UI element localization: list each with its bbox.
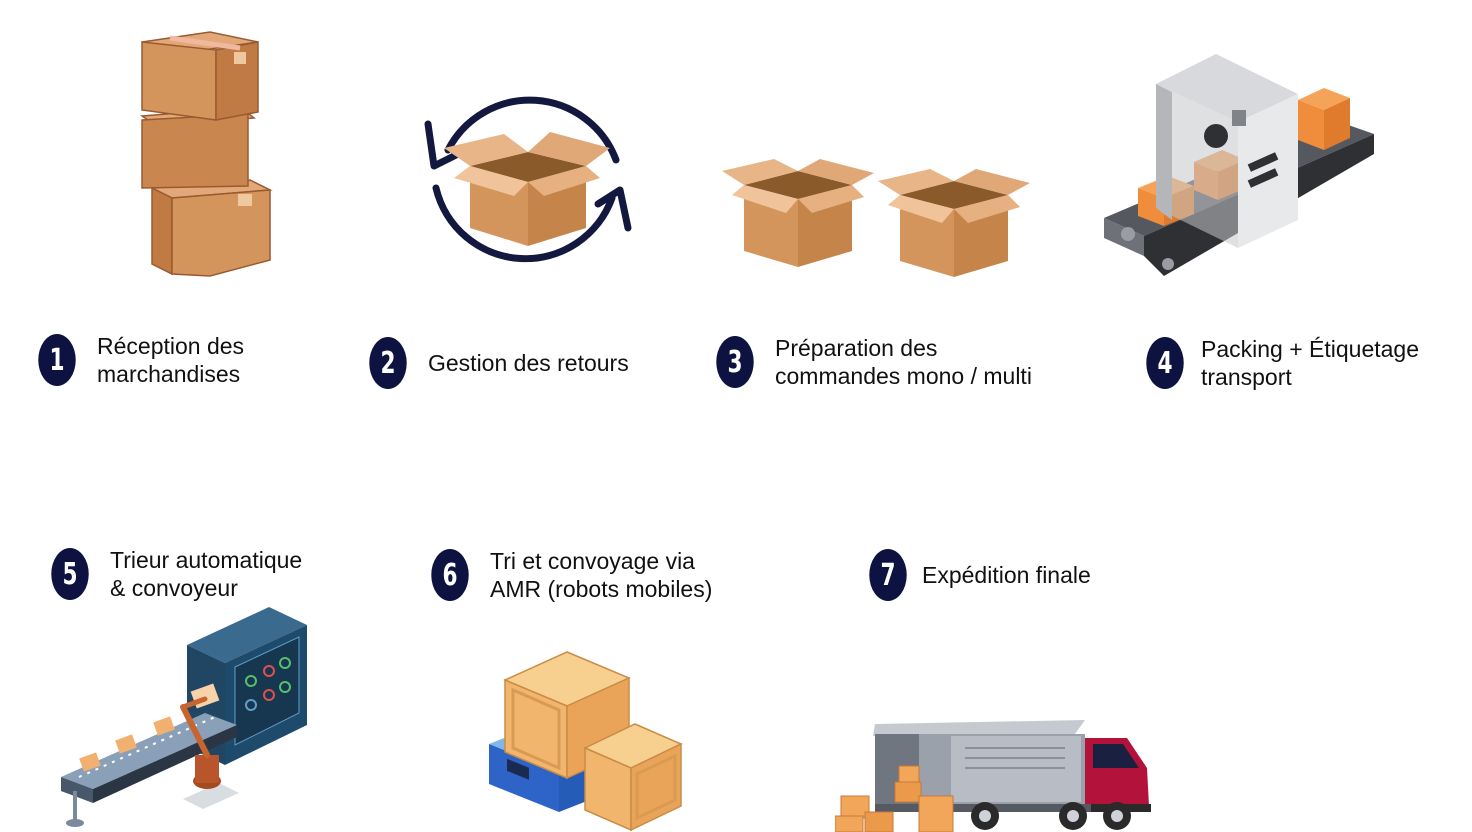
stacked-boxes-icon	[139, 31, 273, 277]
step-2: 2 Gestion des retours	[362, 337, 629, 389]
step-6: 6 Tri et convoyage via AMR (robots mobil…	[424, 547, 712, 603]
returns-cycle-icon	[424, 96, 632, 263]
step-number-badge: 1	[38, 334, 76, 386]
step-number-badge: 7	[869, 549, 907, 601]
step-label: Préparation des commandes mono / multi	[775, 335, 1032, 389]
step-3: 3 Préparation des commandes mono / multi	[709, 334, 1032, 390]
amr-robot-icon	[489, 651, 683, 832]
step-number-badge: 4	[1146, 337, 1184, 389]
open-boxes-icon	[722, 159, 1030, 277]
step-number-badge: 5	[51, 548, 89, 600]
step-label: Tri et convoyage via AMR (robots mobiles…	[490, 548, 713, 602]
step-1: 1 Réception des marchandises	[31, 332, 244, 388]
step-5: 5 Trieur automatique & convoyeur	[44, 546, 302, 602]
step-label: Trieur automatique & convoyeur	[110, 547, 303, 601]
step-4: 4 Packing + Étiquetage transport	[1139, 335, 1419, 391]
step-label: Gestion des retours	[428, 350, 629, 376]
step-label: Packing + Étiquetage transport	[1201, 336, 1420, 390]
step-number-badge: 3	[716, 336, 754, 388]
sorter-conveyor-icon	[61, 607, 307, 827]
step-label: Réception des marchandises	[97, 333, 245, 387]
delivery-truck-icon	[835, 720, 1151, 832]
packing-machine-icon	[1104, 54, 1374, 276]
step-number-badge: 2	[369, 337, 407, 389]
step-label: Expédition finale	[922, 562, 1091, 588]
step-7: 7 Expédition finale	[862, 549, 1091, 601]
step-number-badge: 6	[431, 549, 469, 601]
